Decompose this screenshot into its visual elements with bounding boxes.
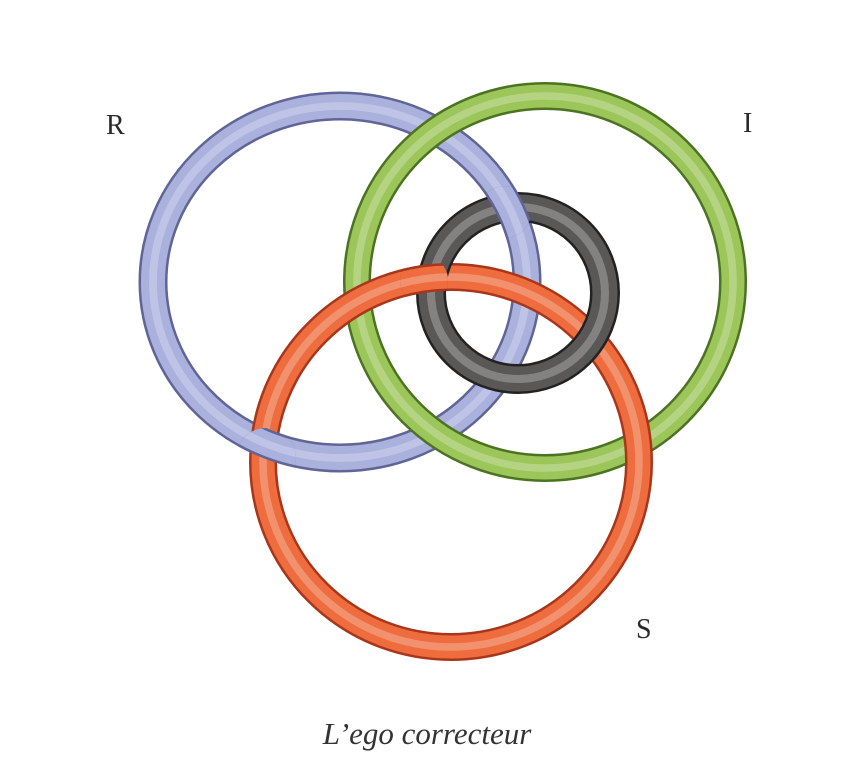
ring-i-green (343, 82, 747, 482)
label-s: S (636, 614, 652, 645)
caption: L’ego correcteur (322, 716, 532, 751)
ring-s-red (249, 263, 653, 661)
label-r: R (106, 110, 125, 141)
label-i: I (743, 108, 753, 139)
